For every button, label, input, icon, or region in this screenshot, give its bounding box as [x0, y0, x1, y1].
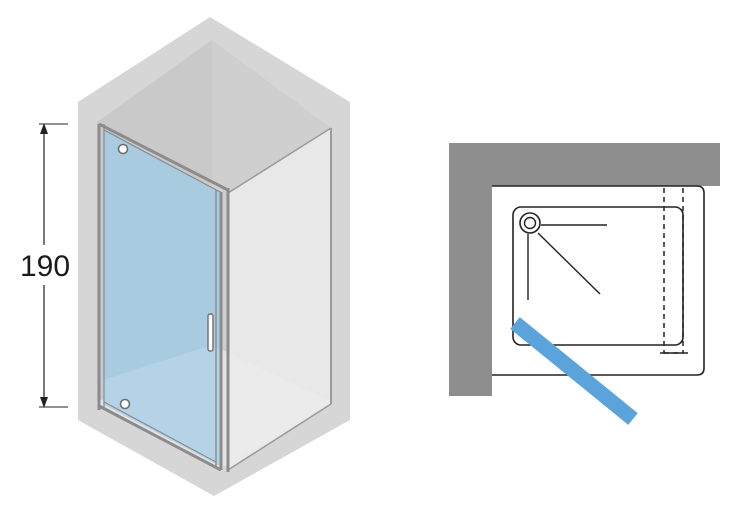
fixed-panel-edge-bottom — [227, 403, 332, 471]
dimension-label-bg — [20, 245, 70, 285]
drain-inner-icon — [523, 216, 537, 230]
plan-view — [449, 143, 720, 425]
bottom-hinge-icon — [119, 398, 131, 410]
plan-wall — [449, 143, 720, 396]
top-hinge-icon — [117, 143, 129, 155]
glass-floor-reflection — [103, 345, 220, 466]
fixed-panel-dashed — [663, 188, 684, 354]
tray-basin — [512, 206, 684, 346]
door-handle — [207, 313, 214, 352]
slope-line-diagonal — [537, 232, 601, 295]
door-frame — [97, 122, 230, 472]
pivot-door-swing — [510, 317, 638, 425]
height-dimension-label: 190 — [20, 250, 70, 283]
fixed-side-panel — [228, 128, 331, 470]
tray-outer-outline — [492, 185, 705, 376]
isometric-view: 190 — [20, 17, 350, 496]
fixed-panel-edge-top — [227, 127, 332, 194]
